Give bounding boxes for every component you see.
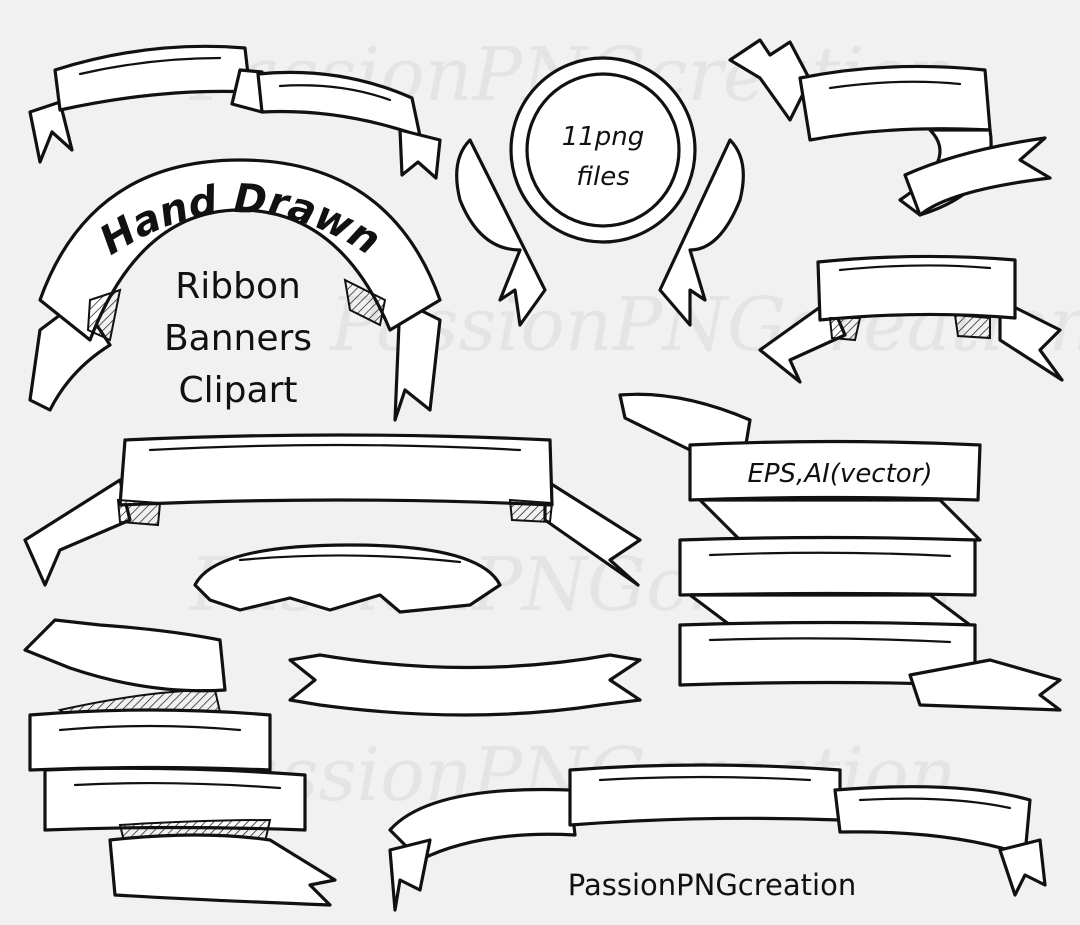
ribbon-stack-left: [23, 618, 337, 907]
heading-line-1: Ribbon: [175, 266, 301, 307]
ribbon-swallowtail-center: [288, 653, 642, 717]
ribbon-arc-title: Hand Drawn Ribbon Banners Clipart: [28, 158, 442, 422]
heading-line-2: Banners: [164, 318, 312, 359]
ribbon-curved-small: [193, 543, 502, 614]
ribbon-small-right: [758, 254, 1064, 384]
ribbon-large-middle: [23, 433, 642, 587]
brand-name: PassionPNGcreation: [568, 868, 856, 902]
ribbon-zigzag-stack: EPS,AI(vector): [618, 392, 1062, 712]
ribbon-circle-badge: 11png files: [455, 56, 745, 327]
heading-line-3: Clipart: [179, 370, 298, 411]
format-label: EPS,AI(vector): [747, 459, 932, 489]
badge-line-2: files: [576, 162, 630, 192]
badge-line-1: 11png: [562, 122, 645, 152]
ribbon-bottom-long: [388, 763, 1047, 912]
ribbon-wave-top-left: [28, 44, 442, 180]
ribbon-curl-top-right: [728, 38, 1052, 217]
